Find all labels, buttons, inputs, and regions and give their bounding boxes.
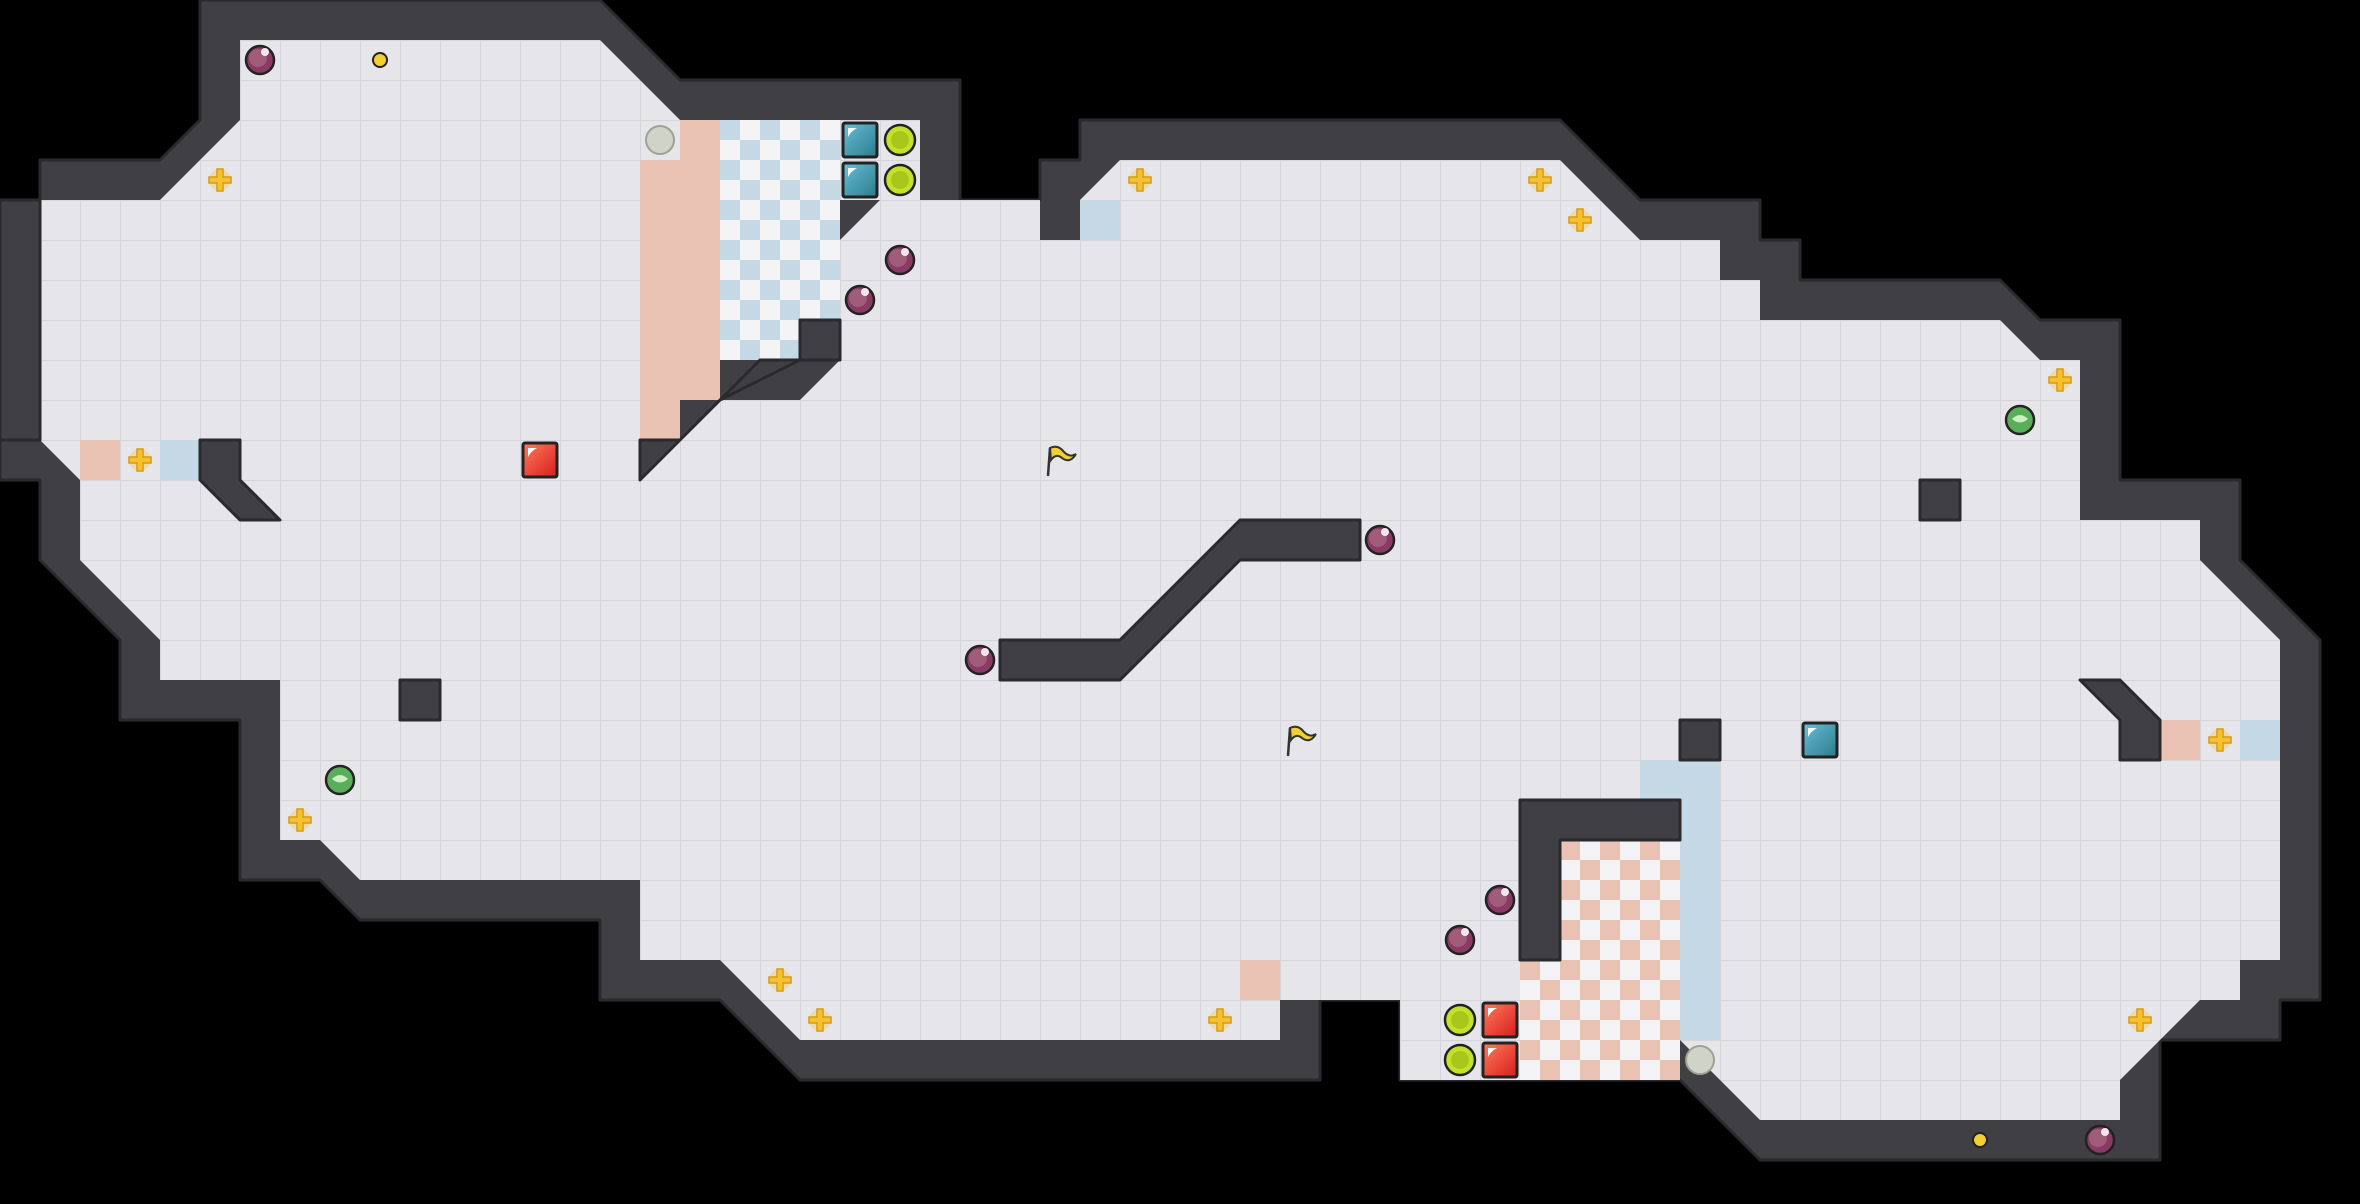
red-spawn-tile (1481, 1001, 1519, 1039)
powerup-orb-core (1451, 1051, 1469, 1069)
bomb-icon (884, 244, 916, 276)
yellow-flag-icon (1046, 445, 1077, 477)
red-gate-tile (80, 440, 120, 480)
boost-icon (288, 808, 312, 832)
red-gate-tile (1240, 960, 1280, 1000)
wall-ledge (638, 318, 842, 482)
boost-icon (208, 168, 232, 192)
marker-dot (1972, 1132, 1988, 1148)
red-zone-strip (640, 160, 680, 440)
blue-gate-tile (1080, 200, 1120, 240)
red-checker-zone (1560, 840, 1680, 1080)
boost-icon (2128, 1008, 2152, 1032)
bomb-icon (964, 644, 996, 676)
powerup-orb-core (1451, 1011, 1469, 1029)
powerup-orb-core (891, 171, 909, 189)
boost-icon (2208, 728, 2232, 752)
red-gate-tile (2160, 720, 2200, 760)
red-spawn-tile (1481, 1041, 1519, 1079)
yellow-flag-icon (1286, 725, 1317, 757)
boost-icon (1528, 168, 1552, 192)
boost-icon (1568, 208, 1592, 232)
wall-ledge (1518, 798, 1682, 962)
red-zone-strip (680, 120, 720, 400)
powerup-orb-core (891, 131, 909, 149)
bomb-icon (1364, 524, 1396, 556)
blue-spawn-tile (841, 121, 879, 159)
bomb-icon (2084, 1124, 2116, 1156)
boost-icon (1208, 1008, 1232, 1032)
blue-spawn-tile (841, 161, 879, 199)
boost-icon (128, 448, 152, 472)
blue-flag-tile (1801, 721, 1839, 759)
bomb-icon (1484, 884, 1516, 916)
floor (40, 40, 2280, 1120)
interior-wall-wedge (198, 438, 282, 522)
red-checker-zone (1520, 960, 1560, 1080)
interior-wall-wedge (2078, 678, 2162, 762)
bomb-icon (844, 284, 876, 316)
jukejuice-icon (2004, 404, 2036, 436)
boost-icon (808, 1008, 832, 1032)
interior-wall-block (1918, 478, 1962, 522)
neutral-spot (1685, 1045, 1715, 1075)
marker-dot (372, 52, 388, 68)
jukejuice-icon (324, 764, 356, 796)
interior-wall-block (398, 678, 442, 722)
wall-ledge (1678, 718, 1722, 762)
bomb-icon (244, 44, 276, 76)
neutral-spot (645, 125, 675, 155)
blue-gate-tile (2240, 720, 2280, 760)
blue-gate-tile (160, 440, 200, 480)
red-flag-tile (521, 441, 559, 479)
bomb-icon (1444, 924, 1476, 956)
boost-icon (768, 968, 792, 992)
boost-icon (2048, 368, 2072, 392)
interior-wall-diagonal (998, 518, 1362, 682)
boost-icon (1128, 168, 1152, 192)
wall-ledge (0, 198, 42, 442)
